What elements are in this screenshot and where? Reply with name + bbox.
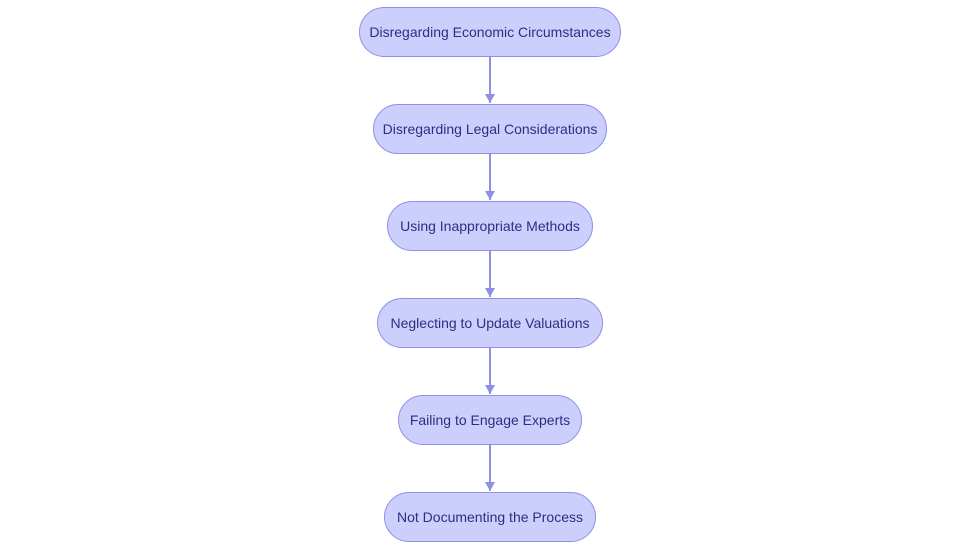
node-label: Disregarding Legal Considerations [382,121,598,137]
node-disregarding-legal-considerations: Disregarding Legal Considerations [373,104,607,154]
node-failing-to-engage-experts: Failing to Engage Experts [398,395,582,445]
node-label: Not Documenting the Process [397,509,583,525]
node-label: Neglecting to Update Valuations [390,315,590,331]
node-label: Disregarding Economic Circumstances [369,24,611,40]
node-neglecting-to-update-valuations: Neglecting to Update Valuations [377,298,603,348]
node-not-documenting-the-process: Not Documenting the Process [384,492,596,542]
node-using-inappropriate-methods: Using Inappropriate Methods [387,201,593,251]
node-label: Failing to Engage Experts [409,412,571,428]
node-disregarding-economic-circumstances: Disregarding Economic Circumstances [359,7,621,57]
node-label: Using Inappropriate Methods [400,218,580,234]
